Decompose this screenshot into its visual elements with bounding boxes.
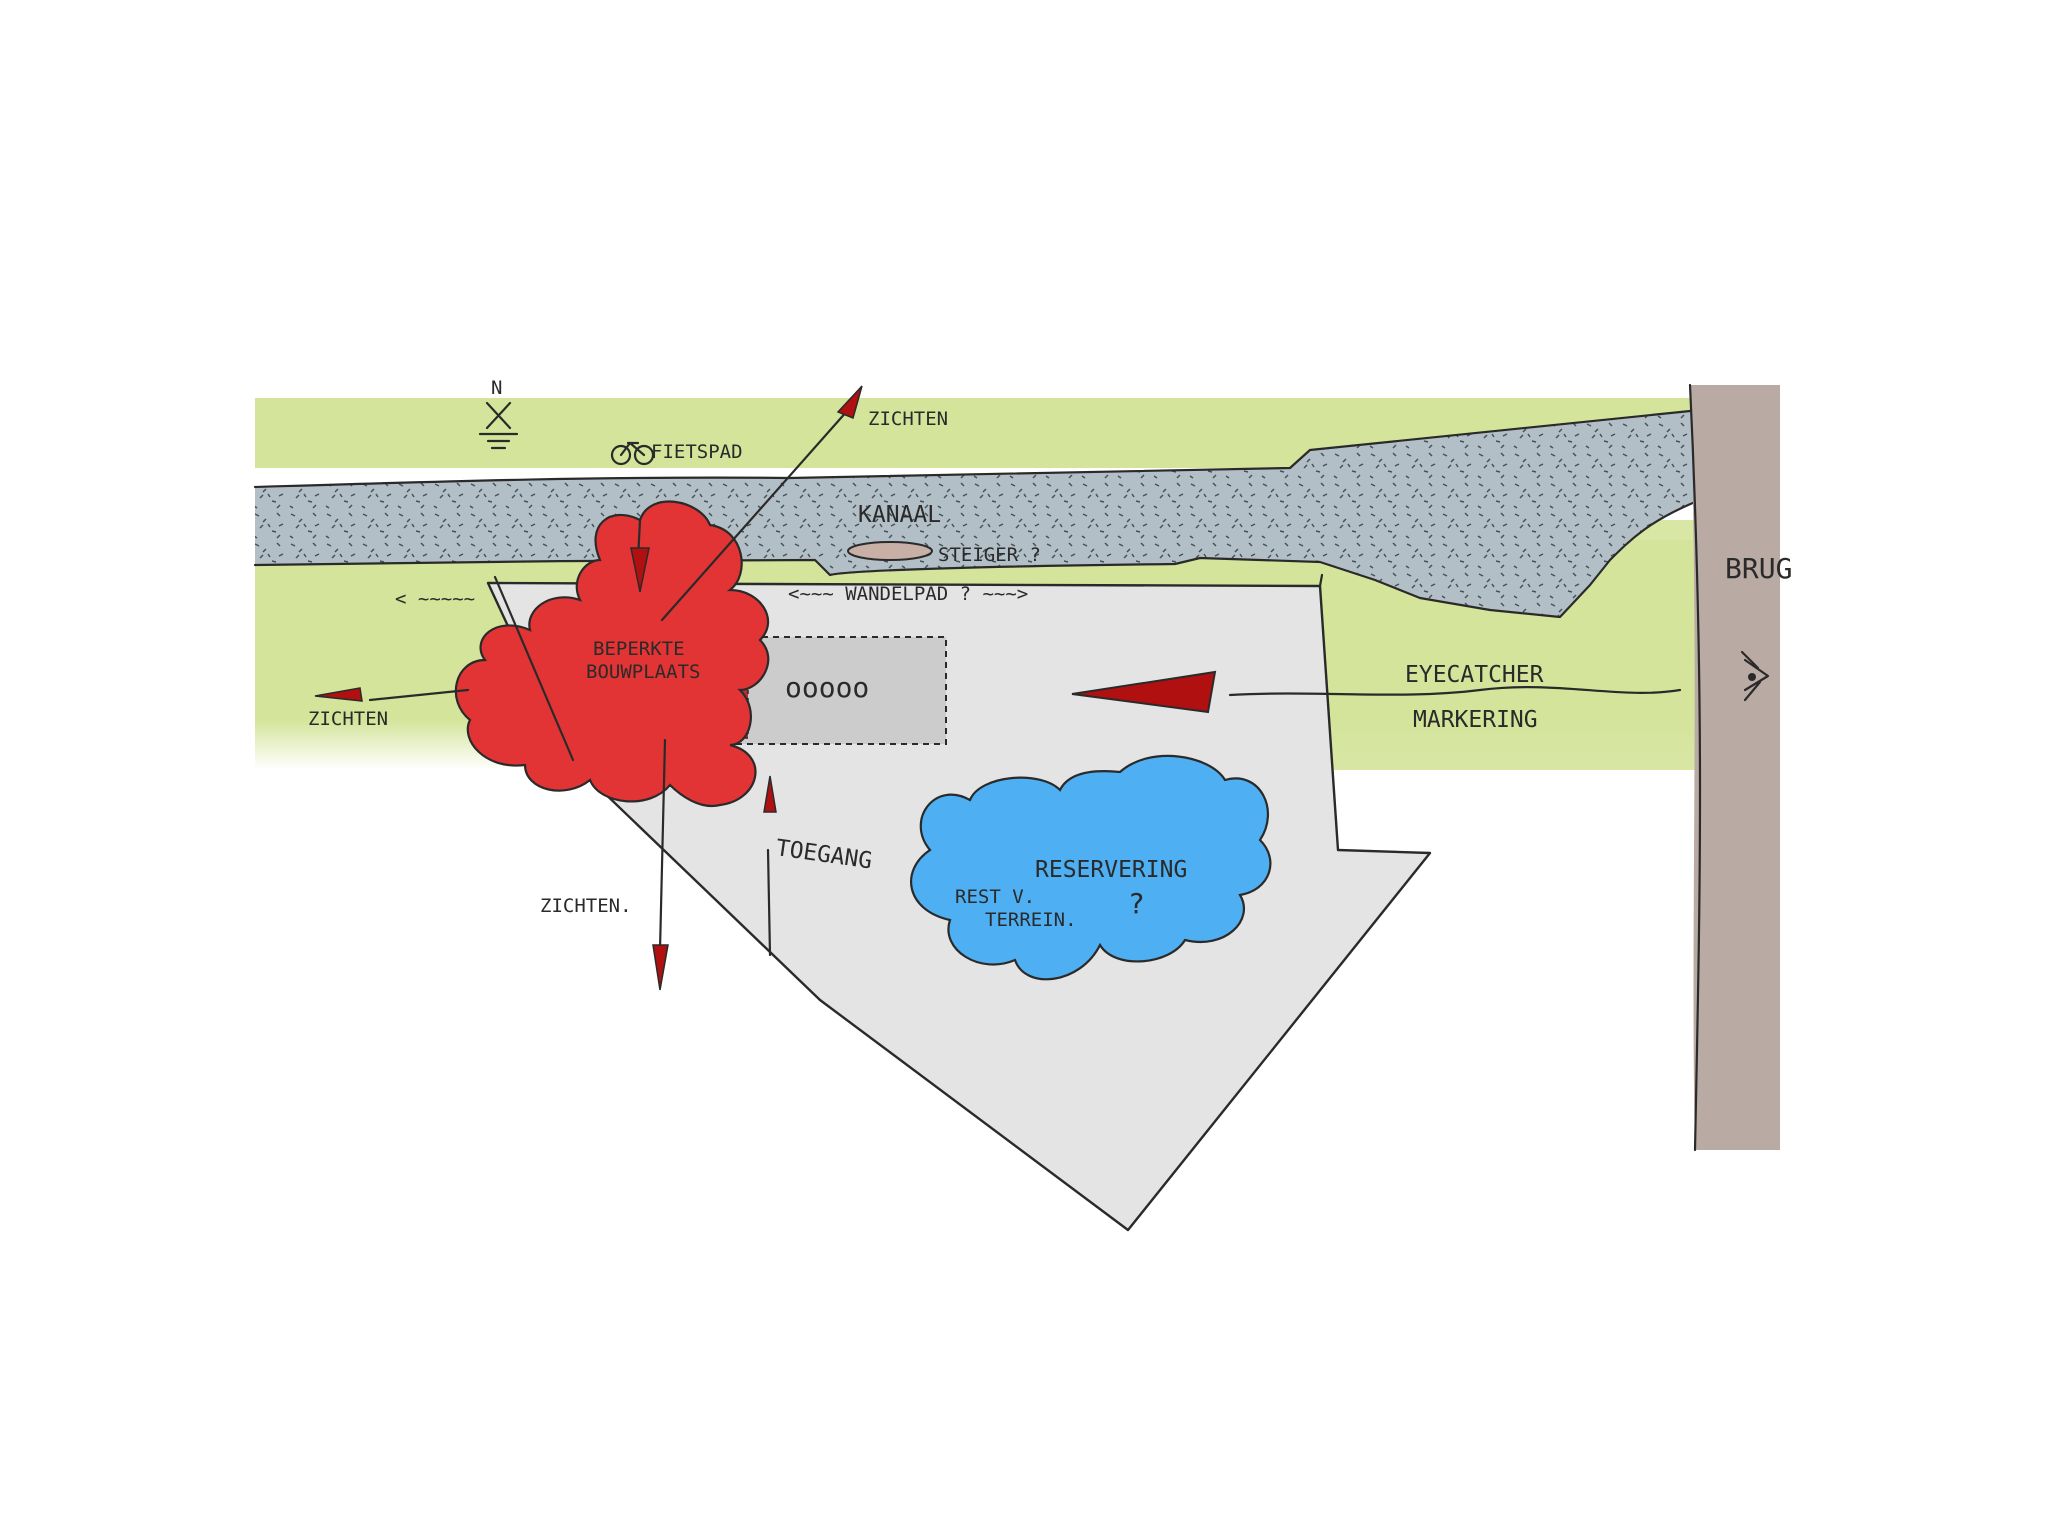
kanaal-label: KANAAL	[858, 502, 941, 528]
fietspad-label: FIETSPAD	[651, 441, 743, 463]
north-arrow: N	[478, 377, 519, 450]
view-arrow-top	[836, 385, 863, 420]
view-arrow-bottom	[652, 944, 669, 991]
rest-label-1: REST V.	[955, 886, 1035, 908]
eye-icon	[1740, 650, 1770, 702]
eyecatcher-label: EYECATCHER	[1405, 662, 1544, 688]
access-arrow	[763, 775, 777, 813]
building-dots: ooooo	[785, 671, 869, 704]
view-arrow-left	[314, 687, 363, 702]
wandelpad-left-marker: < ~~~~~	[395, 588, 475, 610]
eyecatcher-marker	[1071, 670, 1217, 714]
reserved-zone	[909, 754, 1272, 981]
canal	[255, 410, 1700, 617]
question-mark: ?	[1128, 887, 1145, 920]
north-label: N	[491, 377, 502, 399]
beperkte-label-2: BOUWPLAATS	[586, 661, 700, 683]
markering-label: MARKERING	[1413, 707, 1538, 733]
bicycle-icon	[610, 441, 655, 466]
brug-label: BRUG	[1725, 552, 1792, 585]
reservering-label: RESERVERING	[1035, 857, 1187, 883]
wandelpad-label: <~~~ WANDELPAD ? ~~~>	[788, 583, 1028, 605]
bridge	[1690, 385, 1780, 1150]
jetty	[847, 541, 933, 561]
cycle-arrow	[630, 547, 650, 593]
steiger-label: STEIGER ?	[938, 544, 1041, 566]
beperkte-label-1: BEPERKTE	[593, 638, 685, 660]
zichten-top-label: ZICHTEN	[868, 408, 948, 430]
zichten-left-label: ZICHTEN	[308, 708, 388, 730]
restricted-building-zone	[454, 500, 770, 808]
zichten-bottom-label: ZICHTEN.	[540, 895, 632, 917]
rest-label-2: TERREIN.	[985, 909, 1077, 931]
